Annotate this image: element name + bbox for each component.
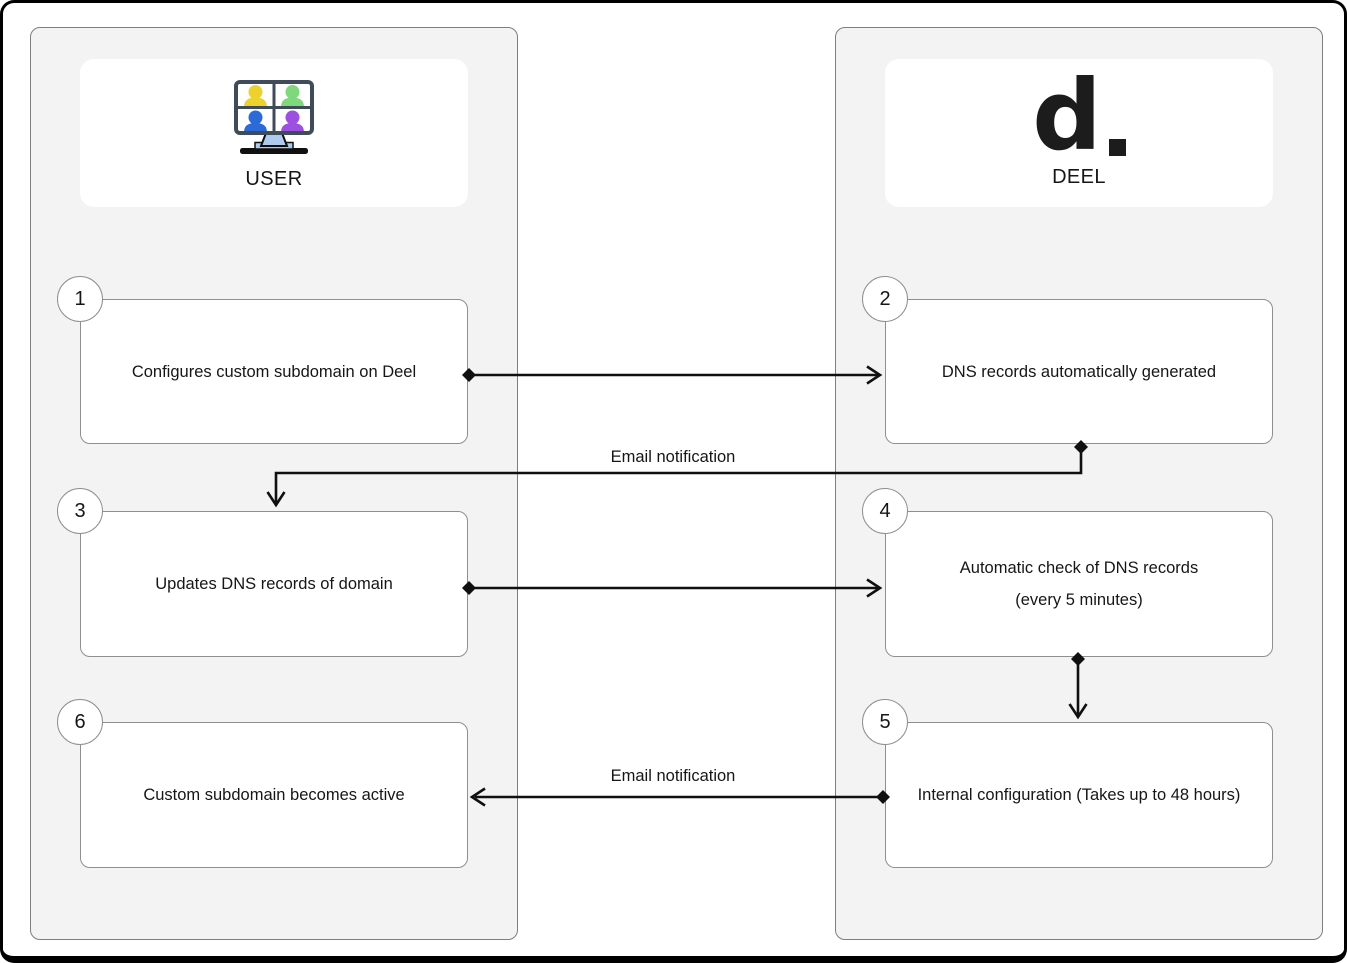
participant-purple	[281, 110, 304, 131]
step-number-2: 2	[862, 276, 908, 322]
deel-logo: d	[1032, 58, 1126, 172]
step-box-6: Custom subdomain becomes active	[80, 722, 468, 868]
step-text: Configures custom subdomain on Deel	[131, 362, 417, 381]
deel-logo-dot-icon	[1108, 138, 1126, 156]
step-text: DNS records automatically generated	[941, 362, 1217, 381]
step-box-4: Automatic check of DNS records (every 5 …	[885, 511, 1273, 657]
step-number-5: 5	[862, 699, 908, 745]
step-text: Internal configuration (Takes up to 48 h…	[917, 786, 1241, 804]
lane-title-user: USER	[245, 167, 303, 190]
edge-label-email-notification-1: Email notification	[610, 448, 736, 466]
participant-green	[281, 84, 304, 106]
step-number-1: 1	[57, 276, 103, 322]
step-box-5: Internal configuration (Takes up to 48 h…	[885, 722, 1273, 868]
step-number-4: 4	[862, 488, 908, 534]
actor-card-deel: d DEEL	[885, 59, 1273, 207]
deel-logo-letter: d	[1032, 58, 1102, 172]
video-call-monitor-icon	[234, 79, 314, 154]
lane-title-deel: DEEL	[1052, 165, 1106, 188]
participant-blue	[244, 110, 267, 131]
step-box-1: Configures custom subdomain on Deel	[80, 299, 468, 444]
step-box-2: DNS records automatically generated	[885, 299, 1273, 444]
monitor-frame	[234, 79, 314, 135]
participant-yellow	[244, 84, 267, 106]
step-number-3: 3	[57, 488, 103, 534]
step-box-3: Updates DNS records of domain	[80, 511, 468, 657]
actor-card-user: USER	[80, 59, 468, 207]
step-text: Custom subdomain becomes active	[143, 786, 405, 804]
step-text: Automatic check of DNS records	[959, 559, 1199, 577]
step-number-6: 6	[57, 699, 103, 745]
edge-label-email-notification-2: Email notification	[610, 767, 736, 785]
step-text-line2: (every 5 minutes)	[1015, 591, 1143, 609]
step-text: Updates DNS records of domain	[155, 575, 393, 593]
